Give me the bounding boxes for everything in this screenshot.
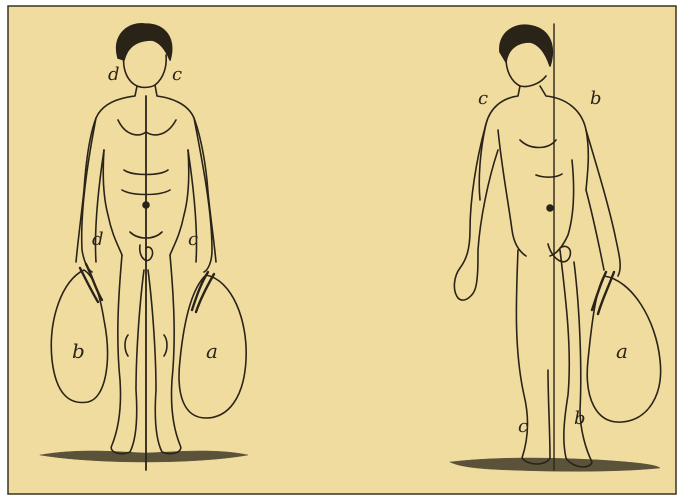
- left-head-left-label: d: [108, 64, 120, 85]
- left-navel: [143, 202, 149, 208]
- right-ankle-left-label: c: [518, 416, 528, 437]
- left-bag-a-label: a: [206, 339, 218, 363]
- right-shoulder-right-label: b: [590, 88, 602, 109]
- left-hip-left-label: d: [92, 229, 104, 250]
- left-bag-b-label: b: [72, 339, 85, 363]
- right-bag-a-label: a: [616, 339, 628, 363]
- right-navel: [547, 205, 553, 211]
- left-hip-right-label: c: [188, 229, 198, 250]
- right-ankle-right-label: b: [574, 408, 586, 429]
- left-head-right-label: c: [172, 64, 182, 85]
- right-shoulder-left-label: c: [478, 88, 488, 109]
